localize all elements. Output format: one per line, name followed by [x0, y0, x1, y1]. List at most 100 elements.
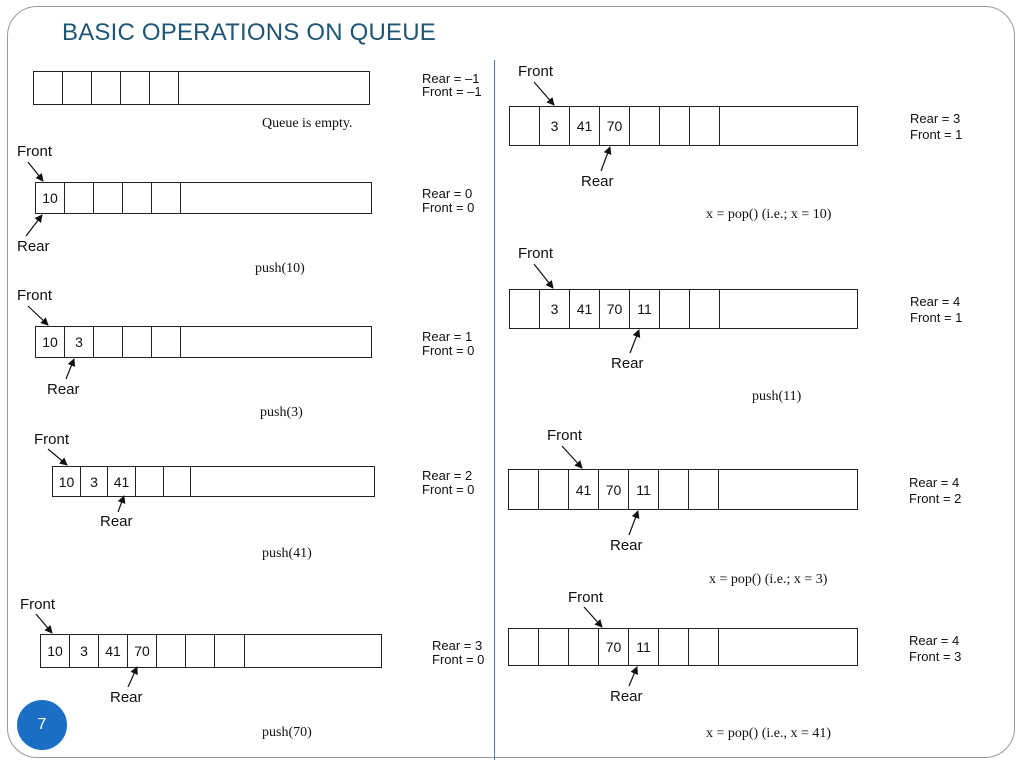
- queue-cell: [539, 470, 569, 509]
- front-label: Front: [34, 431, 70, 448]
- state-rear: Rear = 4: [910, 294, 961, 309]
- queue-cell: [63, 72, 92, 104]
- state-front: Front = 0: [422, 200, 475, 215]
- state-front: Front = 0: [422, 343, 475, 358]
- queue-step4: 10 3 41 70: [40, 634, 382, 668]
- queue-cell: [186, 635, 215, 667]
- front-label: Front: [518, 245, 554, 262]
- queue-cell: 70: [599, 470, 629, 509]
- queue-cell: 70: [128, 635, 157, 667]
- queue-cell: [123, 327, 152, 357]
- queue-cell: 70: [600, 107, 630, 145]
- queue-cell: [215, 635, 245, 667]
- front-label: Front: [17, 143, 53, 160]
- queue-cell: [94, 183, 123, 213]
- queue-cell: [689, 629, 719, 665]
- state-rear: Rear = 4: [909, 633, 960, 648]
- rear-arrow: [600, 146, 612, 172]
- slide-frame: [7, 6, 1015, 758]
- queue-cell: 70: [599, 629, 629, 665]
- front-label: Front: [17, 287, 53, 304]
- caption: push(41): [262, 546, 312, 561]
- rear-arrow: [65, 358, 76, 380]
- state-front: Front = 2: [909, 491, 962, 506]
- queue-cell: [690, 107, 720, 145]
- front-arrow: [27, 161, 44, 182]
- caption: x = pop() (i.e.; x = 3): [709, 572, 828, 587]
- queue-cell: [157, 635, 186, 667]
- queue-cell: [509, 470, 539, 509]
- queue-cell: [690, 290, 720, 328]
- state-rear: Rear = 0: [422, 186, 473, 201]
- caption: Queue is empty.: [262, 116, 353, 131]
- queue-step7: 41 70 11: [508, 469, 858, 510]
- queue-cell: [123, 183, 152, 213]
- queue-step3: 10 3 41: [52, 466, 375, 497]
- queue-cell: 41: [569, 470, 599, 509]
- rear-label: Rear: [611, 355, 644, 372]
- caption: x = pop() (i.e., x = 41): [706, 726, 832, 741]
- queue-cell: [34, 72, 63, 104]
- queue-cell: 41: [108, 467, 136, 496]
- rear-label: Rear: [610, 537, 643, 554]
- queue-cell: [659, 629, 689, 665]
- queue-empty: [33, 71, 370, 105]
- queue-step1: 10: [35, 182, 372, 214]
- queue-cell: [659, 470, 689, 509]
- queue-cell: [689, 470, 719, 509]
- front-arrow: [561, 445, 583, 469]
- state-rear: Rear = 3: [910, 111, 961, 126]
- state-front: Front = 0: [422, 482, 475, 497]
- rear-arrow: [117, 495, 126, 513]
- front-label: Front: [547, 427, 583, 444]
- state-front: Front = 1: [910, 127, 963, 142]
- state-front: Front = 0: [432, 652, 485, 667]
- queue-cell: 3: [70, 635, 99, 667]
- rear-label: Rear: [100, 513, 133, 530]
- queue-cell: 3: [65, 327, 94, 357]
- queue-cell: [510, 290, 540, 328]
- rear-label: Rear: [47, 381, 80, 398]
- queue-cell: [660, 290, 690, 328]
- queue-cell: [136, 467, 164, 496]
- rear-arrow: [127, 666, 138, 688]
- caption: push(70): [262, 725, 312, 740]
- queue-cell: [539, 629, 569, 665]
- rear-arrow: [25, 214, 43, 237]
- state-rear: Rear = 3: [432, 638, 483, 653]
- caption: push(11): [752, 389, 802, 404]
- queue-cell: 41: [99, 635, 128, 667]
- queue-cell: [152, 183, 181, 213]
- page-number-badge: 7: [17, 700, 67, 750]
- caption: x = pop() (i.e.; x = 10): [706, 207, 832, 222]
- queue-step6: 3 41 70 11: [509, 289, 858, 329]
- queue-cell: [569, 629, 599, 665]
- state-rear: Rear = 4: [909, 475, 960, 490]
- queue-cell: 10: [53, 467, 81, 496]
- queue-step5: 3 41 70: [509, 106, 858, 146]
- state-front: Front = 1: [910, 310, 963, 325]
- queue-cell: [92, 72, 121, 104]
- state-rear: Rear = –1: [422, 71, 480, 86]
- front-arrow: [583, 606, 603, 628]
- front-arrow: [533, 81, 555, 106]
- queue-cell: [65, 183, 94, 213]
- front-arrow: [533, 263, 554, 289]
- state-rear: Rear = 1: [422, 329, 473, 344]
- queue-cell: [509, 629, 539, 665]
- queue-cell: 41: [570, 107, 600, 145]
- state-front: Front = 3: [909, 649, 962, 664]
- queue-cell: [630, 107, 660, 145]
- front-arrow: [35, 613, 53, 634]
- front-arrow: [27, 305, 49, 326]
- queue-cell: 11: [629, 629, 659, 665]
- front-label: Front: [20, 596, 56, 613]
- queue-cell: 10: [41, 635, 70, 667]
- queue-cell: 70: [600, 290, 630, 328]
- column-divider: [494, 60, 495, 760]
- rear-arrow: [628, 510, 640, 536]
- queue-cell: [150, 72, 179, 104]
- caption: push(10): [255, 261, 305, 276]
- queue-cell: [121, 72, 150, 104]
